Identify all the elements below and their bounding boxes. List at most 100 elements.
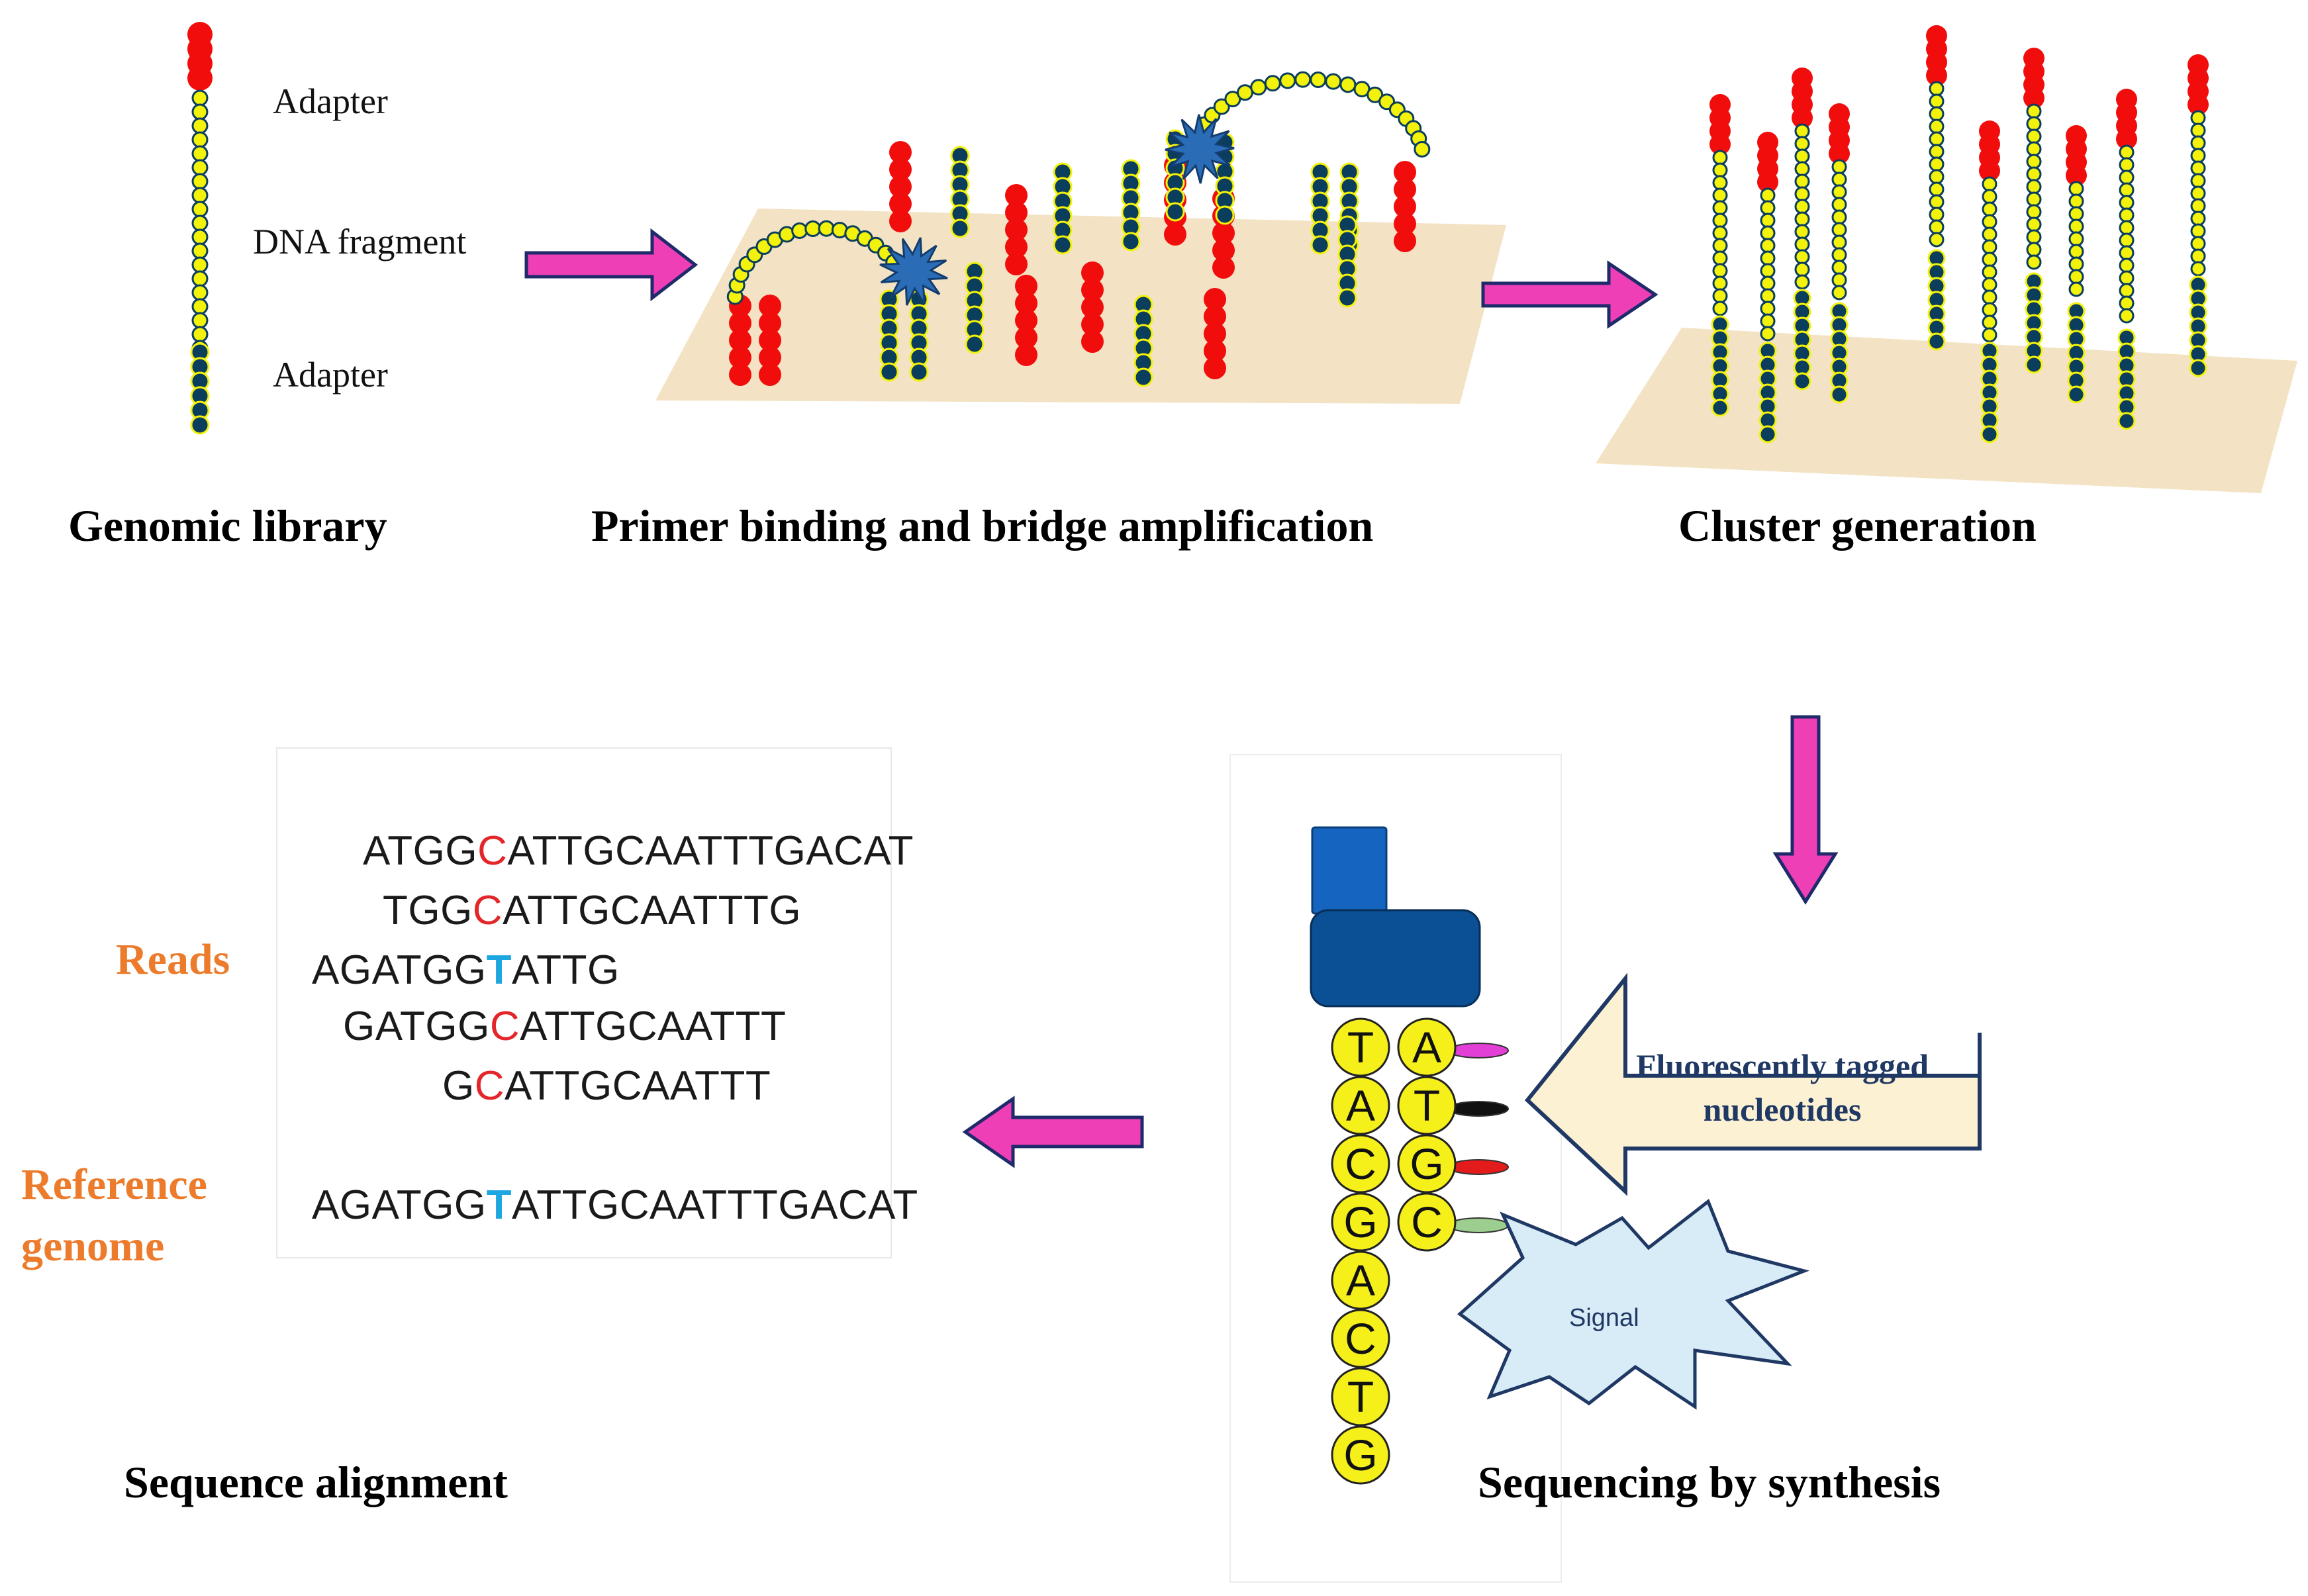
- cluster-fragment-bead: [1929, 207, 1945, 222]
- cluster-fragment-bead: [1760, 263, 1776, 279]
- cluster-fragment-bead: [1712, 250, 1728, 266]
- cluster-adapter-bead: [2189, 359, 2207, 377]
- cluster-generation-caption: Cluster generation: [1678, 500, 2037, 551]
- primer-bead: [1394, 195, 1416, 218]
- fluorescent-tag: [1448, 1101, 1509, 1117]
- primer-bead: [1394, 161, 1416, 183]
- reads-label: Reads: [116, 935, 230, 984]
- fragment-bead: [191, 326, 209, 343]
- primer-bead: [729, 346, 751, 369]
- arrow-right-2: [1481, 260, 1659, 329]
- dna-fragment-label: DNA fragment: [253, 222, 467, 261]
- cluster-fragment-bead: [1982, 239, 1997, 255]
- cluster-fragment-bead: [2068, 244, 2084, 259]
- primer-bead: [889, 141, 912, 164]
- read-3-variant: T: [486, 947, 512, 993]
- cluster-fragment-bead: [1712, 212, 1728, 228]
- primer-bead: [759, 312, 781, 334]
- adapter-top-label: Adapter: [273, 81, 388, 121]
- bridge-bead: [1414, 140, 1431, 158]
- cluster-fragment-bead: [2119, 295, 2135, 311]
- primer-bead: [1165, 202, 1185, 222]
- primer-binding-caption: Primer binding and bridge amplification: [591, 500, 1374, 551]
- cluster-fragment-bead: [1982, 289, 1997, 305]
- primer-bead: [1204, 340, 1226, 362]
- cluster-fragment-bead: [1760, 275, 1776, 291]
- cluster-fragment-bead: [1794, 136, 1810, 152]
- primer-bead: [759, 363, 781, 386]
- cluster-fragment-bead: [1831, 209, 1847, 225]
- cluster-fragment-bead: [2190, 185, 2206, 201]
- cluster-adapter-bead: [2025, 355, 2043, 374]
- read-1-variant: C: [477, 828, 508, 874]
- cluster-fragment-bead: [1794, 186, 1810, 202]
- cluster-fragment-bead: [1929, 144, 1945, 160]
- primer-bead: [1394, 178, 1416, 201]
- cluster-adapter-bead: [1709, 134, 1731, 155]
- cluster-fragment-bead: [1712, 238, 1728, 254]
- bridge-bead: [1294, 71, 1312, 88]
- cluster-fragment-bead: [1831, 197, 1847, 212]
- template-nucleotide: [1331, 1250, 1390, 1310]
- primer-bead: [759, 329, 781, 352]
- genomic-library-caption: Genomic library: [68, 500, 387, 551]
- fragment-bead: [191, 242, 209, 259]
- cluster-fragment-bead: [2119, 308, 2135, 324]
- primer-bead: [1204, 288, 1226, 310]
- synthesized-nucleotide: [1397, 1192, 1457, 1252]
- cluster-fragment-bead: [2119, 232, 2135, 248]
- primer-bead: [1015, 326, 1037, 349]
- primer-bead: [879, 362, 899, 382]
- reference-label-line1: Reference: [21, 1160, 207, 1209]
- cluster-fragment-bead: [2190, 223, 2206, 239]
- primer-bead: [1204, 305, 1226, 328]
- fragment-bead: [191, 270, 209, 287]
- primer-bead: [759, 295, 781, 317]
- cluster-fragment-bead: [1831, 222, 1847, 238]
- cluster-fragment-bead: [2026, 103, 2042, 119]
- polymerase-star-icon: [879, 237, 948, 306]
- primer-bead: [1212, 222, 1235, 244]
- cluster-fragment-bead: [1794, 173, 1810, 189]
- cluster-fragment-bead: [1794, 274, 1810, 290]
- cluster-fragment-bead: [2026, 254, 2042, 270]
- cluster-fragment-bead: [1760, 200, 1776, 216]
- cluster-fragment-bead: [1982, 226, 1997, 242]
- template-base-letter: G: [1343, 1431, 1378, 1479]
- cluster-fragment-bead: [1982, 189, 1997, 205]
- cluster-fragment-bead: [1712, 187, 1728, 203]
- cluster-fragment-bead: [1794, 261, 1810, 277]
- template-base-letter: A: [1345, 1256, 1376, 1305]
- cluster-fragment-bead: [1982, 264, 1997, 280]
- cluster-fragment-bead: [2026, 204, 2042, 220]
- cluster-fragment-bead: [1794, 161, 1810, 177]
- cluster-fragment-bead: [2190, 148, 2206, 164]
- cluster-fragment-bead: [1760, 288, 1776, 304]
- polymerase-body: [1310, 909, 1481, 1008]
- sequence-alignment-caption: Sequence alignment: [124, 1457, 508, 1507]
- adapter-bottom-label: Adapter: [273, 355, 388, 395]
- primer-bead: [1394, 212, 1416, 235]
- cluster-fragment-bead: [2026, 154, 2042, 169]
- primer-bead: [1164, 223, 1186, 246]
- synth-base-letter: T: [1413, 1081, 1441, 1130]
- cluster-fragment-bead: [1982, 201, 1997, 217]
- synth-base-letter: A: [1412, 1023, 1442, 1072]
- cluster-fragment-bead: [2068, 281, 2084, 297]
- cluster-fragment-bead: [1794, 123, 1810, 139]
- cluster-fragment-bead: [1982, 277, 1997, 293]
- cluster-fragment-bead: [1712, 175, 1728, 191]
- read-3: AGATGGTATTG: [312, 947, 620, 993]
- template-base-letter: G: [1343, 1197, 1378, 1246]
- fluorescent-tag: [1448, 1043, 1509, 1058]
- bridge-bead: [1213, 98, 1230, 115]
- primer-bead: [1005, 253, 1028, 275]
- primer-bead: [1081, 313, 1104, 336]
- cluster-fragment-bead: [1712, 263, 1728, 279]
- bridge-bead: [1310, 71, 1327, 89]
- primer-bead: [1394, 230, 1416, 252]
- primer-bead: [729, 329, 751, 352]
- cluster-fragment-bead: [2119, 258, 2135, 273]
- cluster-fragment-bead: [2026, 116, 2042, 132]
